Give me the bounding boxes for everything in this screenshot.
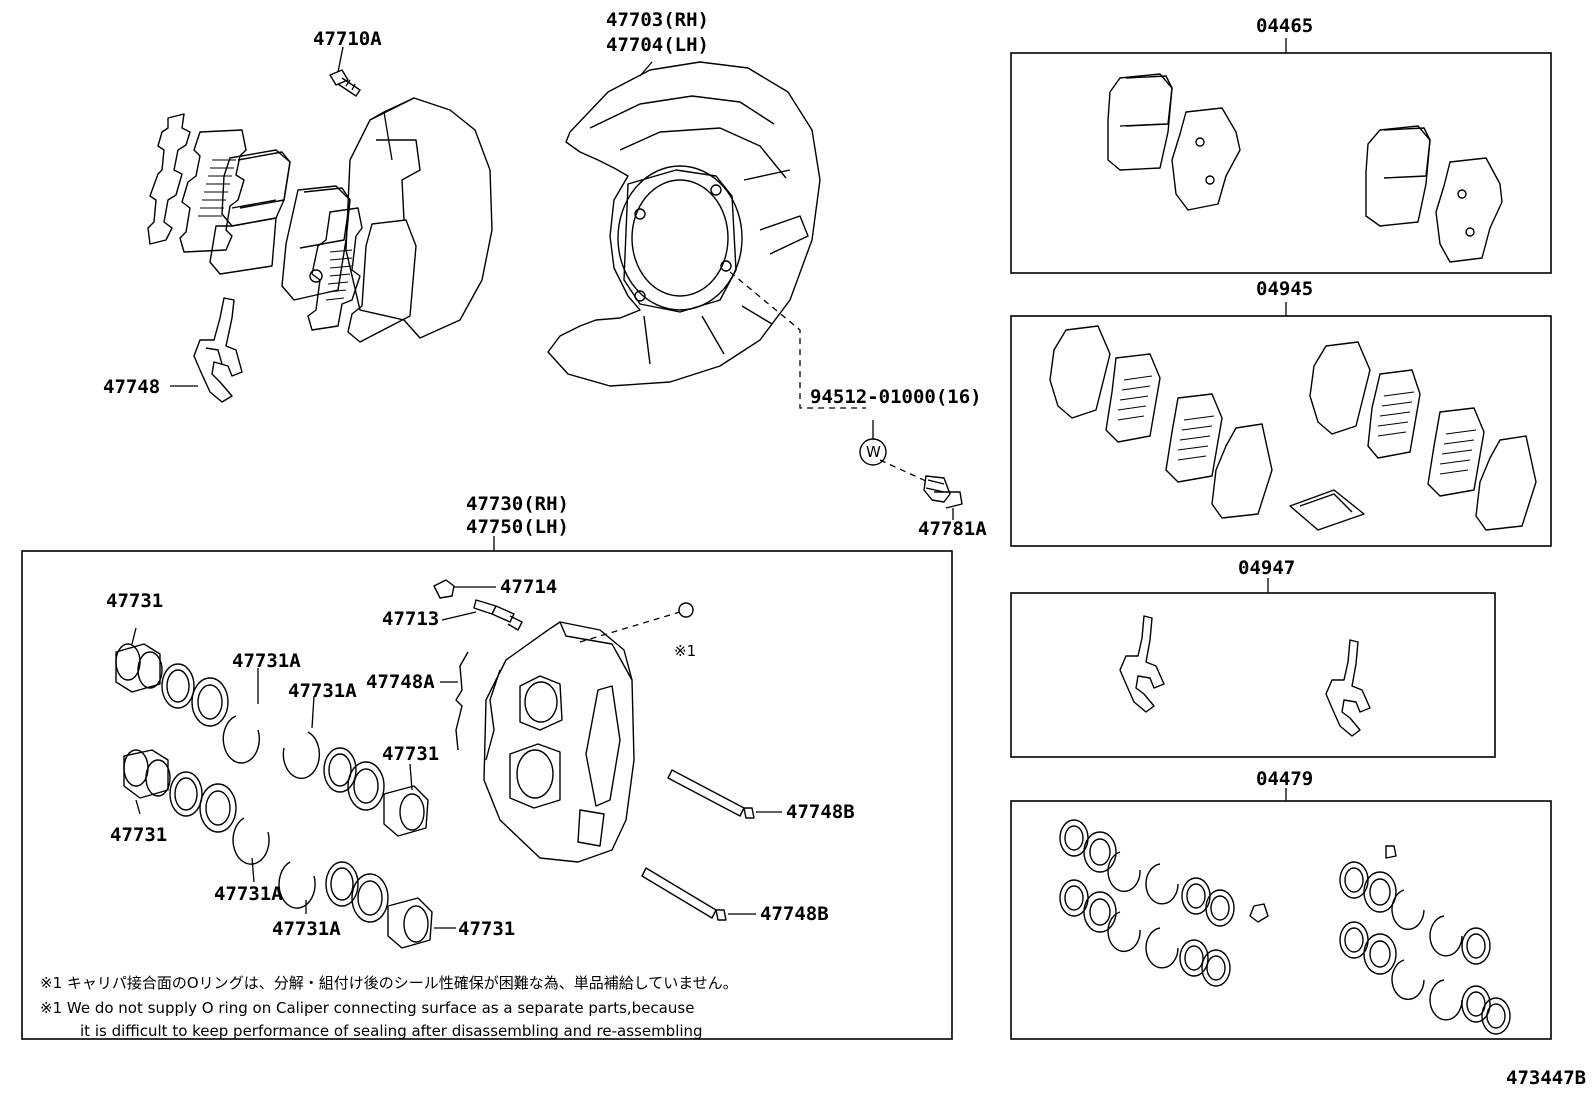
label-47748a: 47748A <box>366 671 435 693</box>
caliper-body-illustration <box>483 621 635 863</box>
note-english-line1: ※1 We do not supply O ring on Caliper co… <box>40 999 694 1017</box>
kit-04479-box <box>1010 800 1552 1040</box>
label-washer-w: W <box>866 443 881 461</box>
diagram-id: 473447B <box>1506 1067 1586 1089</box>
label-47731a-a: 47731A <box>232 650 301 672</box>
label-47748b-a: 47748B <box>786 801 855 823</box>
label-04479: 04479 <box>1256 768 1313 790</box>
label-47750-lh: 47750(LH) <box>466 516 569 538</box>
kit-04945-illustration <box>1049 325 1537 531</box>
label-47710a: 47710A <box>313 28 382 50</box>
label-47703-rh: 47703(RH) <box>606 9 709 31</box>
label-47730-rh: 47730(RH) <box>466 493 569 515</box>
bleeder-plug-illustration <box>441 599 523 631</box>
bleeder-cap-illustration <box>433 579 496 599</box>
brake-pad-group-illustration <box>147 46 493 403</box>
label-04947: 04947 <box>1238 557 1295 579</box>
label-47781a: 47781A <box>918 518 987 540</box>
piston-seal-set-upper-illustration <box>115 643 429 837</box>
label-47731-d: 47731 <box>458 918 515 940</box>
label-47714: 47714 <box>500 576 557 598</box>
kit-04479-illustration <box>1059 819 1511 1035</box>
bolt-47781a-illustration <box>923 475 963 520</box>
label-47713: 47713 <box>382 608 439 630</box>
pad-pin-lower-illustration <box>641 867 756 921</box>
kit-04947-box <box>1010 592 1496 758</box>
shim-hatch <box>198 159 236 217</box>
label-47731a-b: 47731A <box>288 680 357 702</box>
note-english-line2: it is difficult to keep performance of s… <box>80 1022 703 1040</box>
note-japanese: ※1 キャリパ接合面のOリングは、分解・組付け後のシール性確保が困難な為、単品補… <box>40 974 738 992</box>
pad-pin-upper-illustration <box>667 769 782 819</box>
label-47731-c: 47731 <box>110 824 167 846</box>
label-47731-a: 47731 <box>106 590 163 612</box>
label-47704-lh: 47704(LH) <box>606 34 709 56</box>
pad-spring-47748a-illustration <box>455 651 469 751</box>
kit-04465-box <box>1010 52 1552 274</box>
dust-cover-illustration <box>547 61 821 387</box>
label-47731a-d: 47731A <box>272 918 341 940</box>
piston-seal-set-lower-illustration <box>123 627 456 949</box>
label-47748b-b: 47748B <box>760 903 829 925</box>
label-ref-1: ※1 <box>674 642 696 660</box>
kit-04945-box <box>1010 315 1552 547</box>
label-04465: 04465 <box>1256 15 1313 37</box>
kit-04465-illustration <box>1107 73 1503 263</box>
label-47731a-c: 47731A <box>214 883 283 905</box>
anti-rattle-spring-47748-illustration <box>193 297 243 403</box>
label-47731-b: 47731 <box>382 743 439 765</box>
bolt-47710a-illustration <box>329 46 361 97</box>
o-ring-symbol <box>678 602 694 618</box>
caliper-assembly-box <box>21 550 953 1040</box>
label-04945: 04945 <box>1256 278 1313 300</box>
kit-04947-illustration <box>1119 615 1371 737</box>
label-47748: 47748 <box>103 376 160 398</box>
label-94512-01000: 94512-01000(16) <box>810 386 982 408</box>
